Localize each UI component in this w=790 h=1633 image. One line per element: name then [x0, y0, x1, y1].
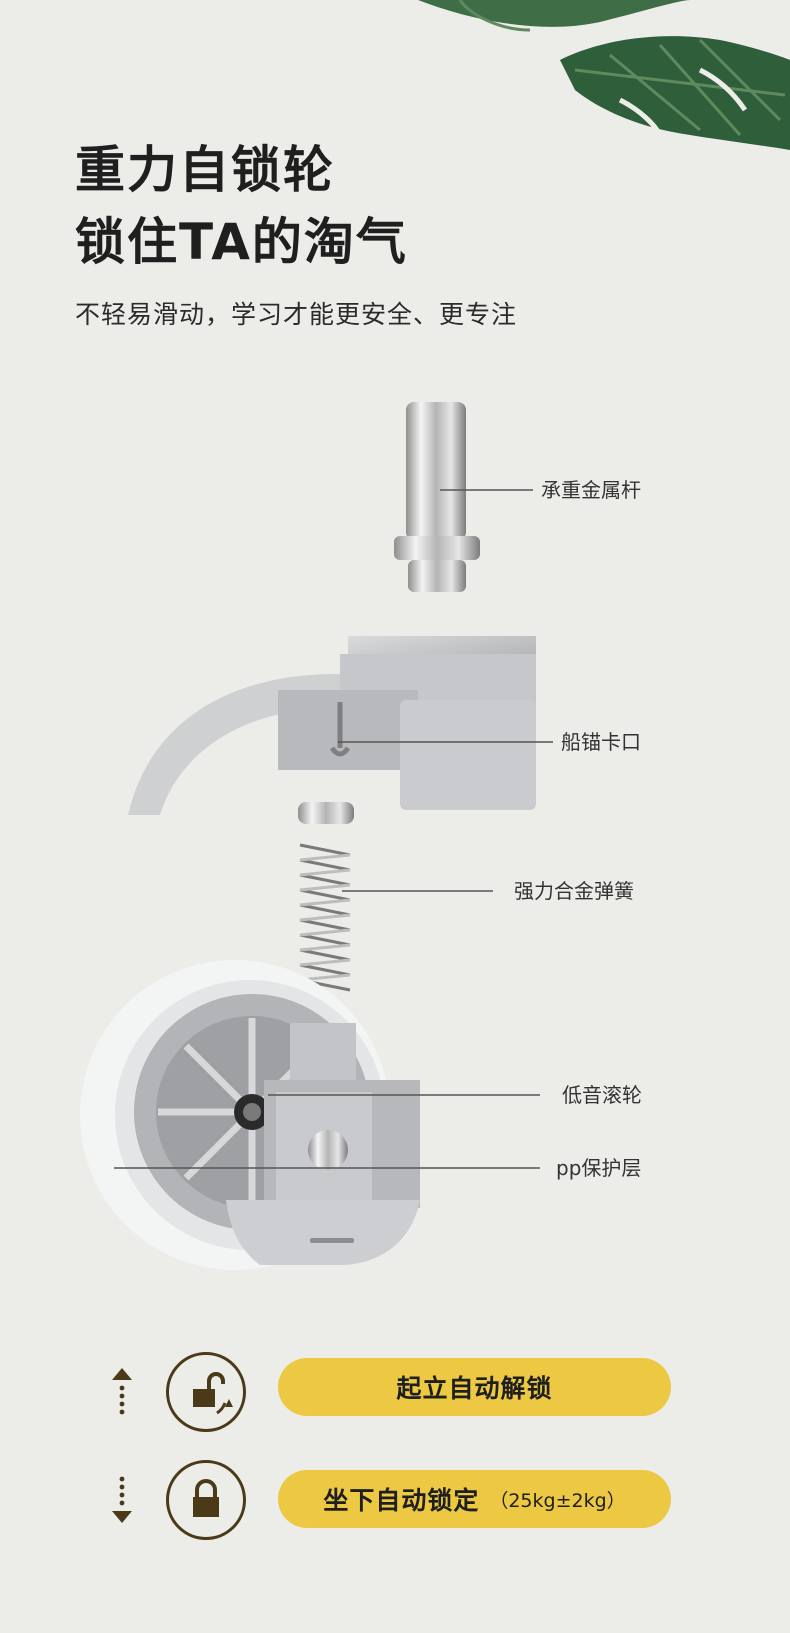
caster-illustration [80, 402, 553, 1270]
headline-line-2: 锁住TA的淘气 [75, 213, 408, 271]
spring-cap [298, 802, 354, 824]
label-metal-rod: 承重金属杆 [541, 478, 641, 502]
caster-exploded-diagram: 承重金属杆 船锚卡口 强力合金弹簧 低音滚轮 pp保护层 [0, 380, 790, 1300]
arrow-up-icon [112, 1368, 132, 1415]
monstera-leaf-decoration [418, 0, 790, 150]
label-silent-wheel: 低音滚轮 [562, 1083, 642, 1107]
leader-lines [114, 489, 553, 1169]
auto-lock-pill: 坐下自动锁定 （25kg±2kg） [278, 1470, 671, 1528]
headline-line-1: 重力自锁轮 [75, 141, 335, 199]
weight-threshold-note: （25kg±2kg） [489, 1489, 626, 1512]
auto-unlock-label: 起立自动解锁 [396, 1374, 553, 1403]
alloy-spring [299, 843, 351, 992]
auto-lock-label: 坐下自动锁定 [323, 1486, 480, 1515]
unlock-rotate-icon [166, 1352, 246, 1432]
label-pp-protective-layer: pp保护层 [556, 1156, 642, 1180]
lock-icon [166, 1460, 246, 1540]
arrow-down-icon [112, 1476, 132, 1523]
anchor-clip-housing [128, 636, 536, 815]
label-anchor-clip: 船锚卡口 [561, 730, 641, 754]
metal-rod [394, 402, 480, 592]
wheel-fork [226, 1023, 420, 1265]
label-alloy-spring: 强力合金弹簧 [514, 879, 634, 903]
auto-unlock-pill: 起立自动解锁 [278, 1358, 671, 1416]
subtitle: 不轻易滑动，学习才能更安全、更专注 [75, 300, 518, 329]
